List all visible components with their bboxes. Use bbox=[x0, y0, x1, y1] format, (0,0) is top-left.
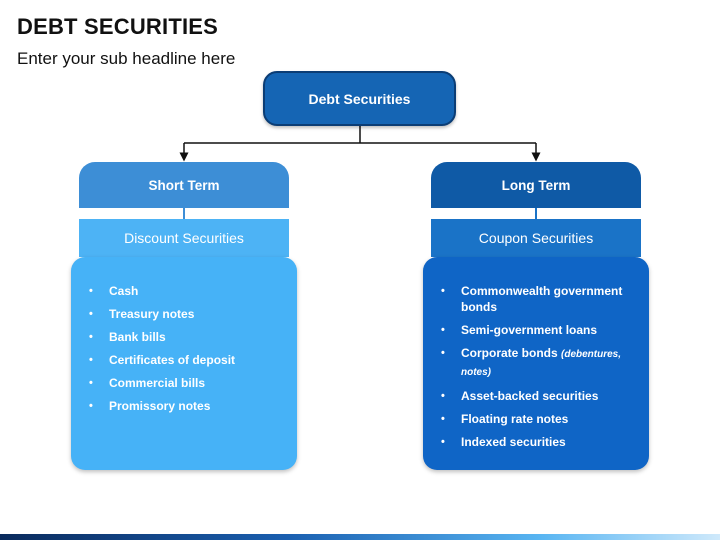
list-item: •Semi-government loans bbox=[441, 323, 598, 337]
page-subtitle: Enter your sub headline here bbox=[17, 49, 236, 68]
bullet-icon: • bbox=[441, 285, 445, 297]
list-item: •Cash bbox=[89, 284, 139, 298]
bullet-icon: • bbox=[89, 400, 93, 412]
list-item: •Promissory notes bbox=[89, 399, 211, 413]
coupon-securities-box: Coupon Securities bbox=[431, 219, 641, 257]
short-term-label: Short Term bbox=[148, 177, 220, 193]
footer-gradient-bar bbox=[0, 534, 720, 540]
list-item: •Treasury notes bbox=[89, 307, 195, 321]
bullet-icon: • bbox=[441, 436, 445, 448]
page-title: DEBT SECURITIES bbox=[17, 14, 219, 39]
list-item: •Asset-backed securities bbox=[441, 389, 599, 403]
list-item: •Commercial bills bbox=[89, 376, 206, 390]
root-label: Debt Securities bbox=[308, 90, 411, 107]
long-term-header: Long Term bbox=[431, 162, 641, 208]
short-term-list-panel: •Cash •Treasury notes •Bank bills •Certi… bbox=[71, 257, 297, 470]
bullet-icon: • bbox=[89, 331, 93, 343]
coupon-securities-label: Coupon Securities bbox=[478, 230, 594, 246]
long-term-label: Long Term bbox=[501, 177, 571, 193]
list-item: •Floating rate notes bbox=[441, 412, 569, 426]
root-node: Debt Securities bbox=[263, 71, 456, 126]
long-term-list-panel: •Commonwealth government bonds •Semi-gov… bbox=[423, 257, 649, 470]
bullet-icon: • bbox=[441, 390, 445, 402]
list-item: •Bank bills bbox=[89, 330, 166, 344]
discount-securities-box: Discount Securities bbox=[79, 219, 289, 257]
bullet-icon: • bbox=[441, 324, 445, 336]
discount-securities-label: Discount Securities bbox=[124, 230, 244, 246]
bullet-icon: • bbox=[89, 354, 93, 366]
bullet-icon: • bbox=[441, 413, 445, 425]
bullet-icon: • bbox=[89, 377, 93, 389]
bullet-icon: • bbox=[441, 347, 445, 359]
bullet-icon: • bbox=[89, 308, 93, 320]
list-item: •Corporate bonds (debentures, notes) bbox=[441, 346, 622, 378]
list-item: •Indexed securities bbox=[441, 435, 566, 449]
list-item: •Certificates of deposit bbox=[89, 353, 236, 367]
short-term-header: Short Term bbox=[79, 162, 289, 208]
bullet-icon: • bbox=[89, 285, 93, 297]
list-item-note: (debentures, notes) bbox=[461, 349, 622, 378]
list-item: •Commonwealth government bonds bbox=[441, 284, 623, 314]
